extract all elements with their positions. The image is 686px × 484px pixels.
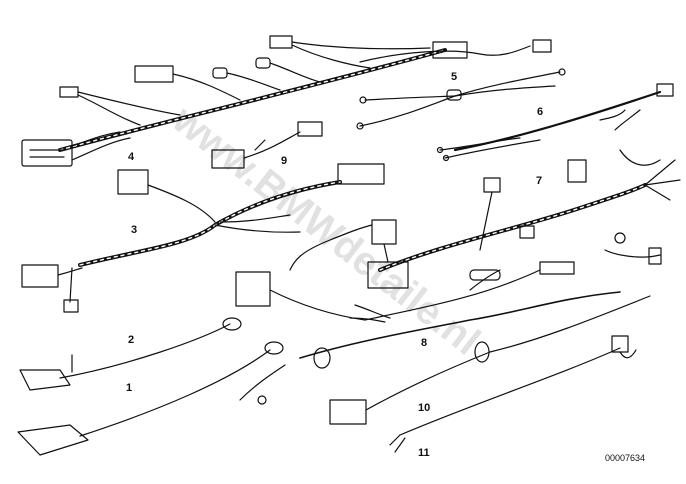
label-part-10: 10 xyxy=(418,402,430,414)
harness-part-7 xyxy=(367,149,681,289)
label-part-3: 3 xyxy=(131,224,137,236)
ground-cable-part-1 xyxy=(17,341,284,456)
watermark-text: www.BMWdetaile.nl xyxy=(164,97,488,364)
harness-part-6 xyxy=(436,83,674,162)
connector-part-9 xyxy=(211,121,323,169)
harness-part-4 xyxy=(21,35,552,167)
harness-part-11 xyxy=(389,335,637,453)
label-part-8: 8 xyxy=(421,337,427,349)
reference-number: 00007634 xyxy=(605,453,645,463)
harness-part-8 xyxy=(235,224,575,323)
label-part-7: 7 xyxy=(536,175,542,187)
label-part-6: 6 xyxy=(537,106,543,118)
harness-part-3 xyxy=(21,163,385,313)
ground-cable-part-2 xyxy=(19,317,242,391)
label-part-11: 11 xyxy=(418,447,430,459)
harness-part-10 xyxy=(239,232,662,425)
label-part-2: 2 xyxy=(128,334,134,346)
harness-part-5 xyxy=(356,68,566,130)
label-part-4: 4 xyxy=(128,151,135,163)
label-part-5: 5 xyxy=(451,71,457,83)
label-part-9: 9 xyxy=(281,155,287,167)
label-part-1: 1 xyxy=(126,382,132,394)
